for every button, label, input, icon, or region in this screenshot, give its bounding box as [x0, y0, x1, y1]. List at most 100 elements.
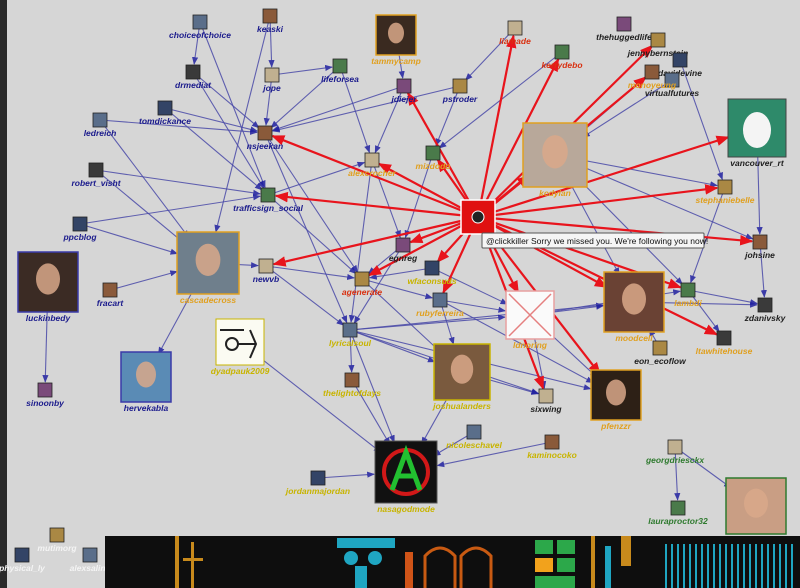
node-n_orange_mid[interactable]: rubyferreira [416, 292, 464, 318]
avatar-thumbnail [37, 382, 53, 398]
node-lauraproctor32[interactable]: lauraproctor32 [648, 500, 708, 526]
node-physical_ly[interactable]: physical_ly [0, 547, 46, 573]
edge-blue [349, 314, 506, 331]
node-n_blue_mid[interactable]: jdiejer [390, 78, 417, 104]
node-egnreg[interactable]: egnreg [389, 237, 418, 263]
node-anarchy[interactable]: nasagodmode [374, 440, 438, 514]
edge-blue [674, 446, 681, 501]
node-n_yellow1[interactable]: wfaconsuds [407, 260, 457, 286]
node-luckinbedy[interactable]: luckinbedy [17, 251, 79, 323]
letter-a-icon [389, 444, 423, 491]
edge-blue [265, 265, 345, 326]
face-icon [622, 283, 646, 315]
node-pfenz[interactable]: pfenzzr [590, 369, 642, 431]
edge-blue [164, 107, 258, 133]
node-jope[interactable]: jope [262, 67, 281, 93]
avatar-thumbnail [424, 260, 440, 276]
egg-icon [743, 112, 771, 148]
node-mutimorg[interactable]: mutimorg [37, 527, 77, 553]
node-liamade[interactable]: liamade [499, 20, 531, 46]
node-n_orange_photo[interactable]: kcdylan [522, 122, 588, 198]
node-agenerate[interactable]: agenerate [342, 271, 382, 297]
node-n_yellow_mid[interactable]: thelightofdays [323, 372, 381, 398]
edge-blue [79, 194, 261, 225]
node-jennybernstein[interactable]: jennybernstein [627, 32, 688, 58]
node-n_yellow_c[interactable]: lyricalsoul [329, 322, 372, 348]
edge-blue [353, 244, 404, 324]
node-thehuggedlife[interactable]: thehuggedlife [596, 16, 652, 42]
node-label: ppcblog [62, 232, 97, 242]
node-fracart[interactable]: fracart [97, 282, 125, 308]
node-eon_ecoflow[interactable]: eon_ecoflow [634, 340, 687, 366]
avatar-thumbnail [538, 388, 554, 404]
node-n_orange_r1[interactable]: stephaniebelle [695, 179, 755, 205]
node-label: jope [262, 83, 281, 93]
edge-blue [439, 299, 594, 384]
node-lifeforsea[interactable]: lifeforsea [321, 58, 359, 84]
hub-node[interactable] [460, 199, 496, 235]
node-n_orange_r2[interactable]: moodcell [603, 271, 665, 343]
node-robert_visht[interactable]: robert_visht [71, 162, 122, 188]
edge-blue [431, 267, 509, 305]
node-n_yellow_b[interactable]: nicoleschavel [446, 424, 503, 450]
node-n_blank[interactable]: ldnoring [505, 290, 555, 350]
node-pstroder[interactable]: pstroder [442, 78, 478, 104]
node-n_blue_c1[interactable]: nsjeekan [247, 125, 283, 151]
node-n_trafficjam[interactable]: trafficsign_social [233, 187, 304, 213]
edge-blue [214, 15, 271, 233]
edge-blue [339, 65, 371, 154]
node-kaminocoko[interactable]: kaminocoko [527, 434, 577, 460]
node-hervekabla[interactable]: hervekabla [120, 351, 172, 413]
node-tomdickance[interactable]: tomdickance [139, 100, 191, 126]
edge-blue [95, 169, 184, 244]
avatar-thumbnail [670, 500, 686, 516]
node-ppcblog[interactable]: ppcblog [62, 216, 97, 242]
node-ledreich[interactable]: ledreich [84, 112, 117, 138]
face-icon [744, 488, 768, 518]
node-drmediat[interactable]: drmediat [175, 64, 212, 90]
node-n_orange_r3[interactable]: lambdi [674, 282, 702, 308]
node-n_orange_c3[interactable]: mizdodo [416, 145, 451, 171]
avatar-thumbnail [258, 258, 274, 274]
node-label: johsine [744, 250, 775, 260]
node-kerrydebo[interactable]: kerrydebo [541, 44, 583, 70]
avatar-thumbnail [717, 179, 733, 195]
node-sixwing[interactable]: sixwing [530, 388, 562, 414]
edge-blue [272, 85, 461, 133]
edge-red [477, 216, 608, 289]
node-n_orange_r4[interactable]: ltawhitehouse [696, 330, 753, 356]
avatar-thumbnail [102, 282, 118, 298]
node-label: robert_visht [71, 178, 121, 188]
avatar-thumbnail [364, 152, 380, 168]
avatar-thumbnail [72, 216, 88, 232]
node-keaski[interactable]: keaski [257, 8, 284, 34]
node-choiceischoice[interactable]: choiceofchoice [169, 14, 231, 40]
node-label: keaski [257, 24, 284, 34]
edge-layer-red [271, 34, 754, 390]
node-n_big_left[interactable]: cascadecross [176, 231, 240, 305]
edge-blue [687, 289, 758, 306]
edge-blue [79, 223, 179, 255]
node-n_orange_top[interactable]: monoyeung [628, 64, 677, 90]
sketch-icon [220, 329, 258, 359]
node-n_orange_c2[interactable]: alexcrocher [348, 152, 397, 178]
node-vancouver_rt[interactable]: vancouver_rt [727, 98, 787, 168]
node-n_yellow_face[interactable]: joshualanders [432, 343, 491, 411]
avatar-thumbnail [644, 64, 660, 80]
node-newvb[interactable]: newvb [253, 258, 279, 284]
avatar-thumbnail [757, 297, 773, 313]
node-jordanmajordan[interactable]: jordanmajordan [285, 470, 350, 496]
node-n_girl_br[interactable] [725, 477, 787, 535]
edge-blue [267, 161, 366, 196]
node-johsine[interactable]: johsine [744, 234, 775, 260]
node-label: zdanivsky [744, 313, 787, 323]
node-virtualfutures[interactable]: virtualfutures [645, 72, 700, 98]
node-n_orange1[interactable]: tammycamp [371, 14, 421, 66]
node-davidevine[interactable]: davidevine [658, 52, 702, 78]
node-sinoonby[interactable]: sinoonby [26, 382, 65, 408]
node-zdanivsky[interactable]: zdanivsky [744, 297, 787, 323]
node-dyadpauk[interactable]: dyadpauk2009 [211, 318, 270, 376]
node-alexsalins[interactable]: alexsalins [70, 547, 111, 573]
node-georgdrieslc[interactable]: georgdriesckx [645, 439, 705, 465]
edge-blue [361, 278, 442, 353]
